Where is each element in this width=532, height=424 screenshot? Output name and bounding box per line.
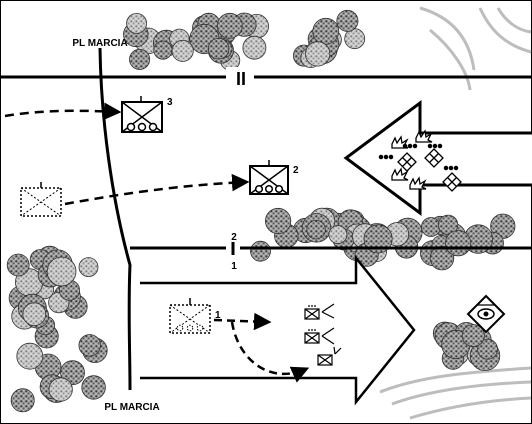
tree-clump — [81, 375, 106, 400]
tree-clump — [216, 12, 243, 39]
phase-line-label-bottom: PL MARCIA — [104, 402, 159, 413]
terrain-contours-bottom-right — [379, 366, 532, 420]
tree-clump — [437, 214, 459, 235]
tree-clump — [10, 388, 35, 413]
movement-arrow-unit-1-south — [230, 321, 310, 383]
unit-2-origin-symbol — [20, 182, 62, 217]
tree-clump — [153, 40, 173, 60]
unit-2-mech-infantry-symbol — [249, 160, 289, 195]
phase-line-label-top: PL MARCIA — [72, 38, 127, 49]
unit-3-mech-infantry-symbol — [121, 96, 163, 133]
tree-clump — [6, 253, 30, 277]
tree-clump — [312, 17, 340, 45]
phase-line-marcia — [98, 47, 132, 391]
tree-clump — [264, 207, 292, 235]
tree-clump — [304, 41, 331, 67]
tree-clump — [242, 35, 267, 60]
tree-clump — [48, 377, 73, 402]
upper-boundary-marker: II — [236, 69, 246, 89]
wooded-areas — [6, 9, 516, 413]
tree-clump — [46, 256, 77, 287]
tree-clump — [328, 225, 348, 245]
tree-clump — [429, 245, 455, 271]
lower-boundary-label-top: 2 — [231, 232, 237, 243]
tree-clump — [461, 324, 485, 348]
tree-clump — [22, 302, 47, 327]
unit-1-label: 1 — [215, 310, 221, 321]
tree-clump — [250, 240, 271, 262]
lower-boundary-label-bottom: 1 — [231, 261, 237, 272]
tree-clump — [16, 342, 44, 370]
tree-clump — [444, 230, 472, 257]
unit-1-screen-vehicles — [304, 303, 342, 366]
unit-3-label: 3 — [167, 97, 173, 108]
friendly-axis-arrow — [140, 254, 416, 406]
tree-clump — [336, 9, 359, 32]
tree-clump — [171, 39, 194, 62]
terrain-contours-top-right — [419, 6, 532, 91]
tree-clump — [306, 219, 326, 240]
tree-clump — [78, 334, 101, 357]
unit-1-origin-symbol — [169, 298, 211, 334]
observation-post-symbol — [466, 294, 506, 334]
tree-clump — [477, 338, 499, 360]
unit-2-label: 2 — [293, 165, 299, 176]
boundary-marker-bg — [226, 67, 254, 87]
tree-clump — [129, 48, 151, 70]
tree-clump — [207, 38, 230, 60]
movement-arrow-unit-1-east — [213, 312, 272, 331]
tree-clump — [78, 257, 99, 278]
movement-arrow-to-unit-2 — [64, 173, 250, 206]
tree-clump — [60, 360, 85, 386]
tree-clump — [126, 12, 148, 34]
enemy-unit-cluster — [378, 129, 462, 192]
tree-clump — [420, 217, 441, 237]
tree-clump — [363, 224, 393, 254]
